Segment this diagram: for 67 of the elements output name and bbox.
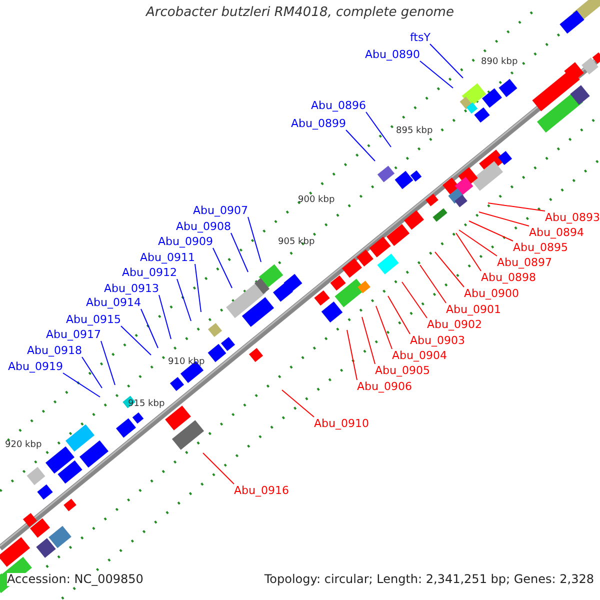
diagram-title: Arcobacter butzleri RM4018, complete genome	[144, 6, 455, 19]
gene-label: Abu_0916	[234, 484, 289, 497]
gene-label: Abu_0905	[375, 364, 430, 377]
leader-line	[434, 252, 464, 288]
gene-label: Abu_0893	[545, 211, 600, 224]
gene-label: Abu_0914	[86, 296, 141, 309]
scale-label: 920 kbp	[5, 439, 42, 452]
leader-line	[62, 372, 100, 398]
gene-label: Abu_0907	[193, 204, 248, 217]
leader-line	[230, 232, 248, 272]
leader-line	[376, 306, 392, 350]
gene-label: Abu_0913	[104, 282, 159, 295]
leader-line	[282, 390, 314, 418]
scale-label: 910 kbp	[168, 356, 205, 369]
leader-line	[420, 60, 454, 88]
gene-label: Abu_0894	[529, 226, 584, 239]
gene-label: Abu_0890	[365, 48, 420, 61]
gene-label: Abu_0918	[27, 344, 82, 357]
leader-line	[478, 212, 530, 226]
scale-label: 890 kbp	[481, 56, 518, 69]
gene-label: Abu_0911	[140, 251, 195, 264]
scale-label: 905 kbp	[278, 236, 315, 249]
leader-line	[120, 326, 152, 356]
gene-label: Abu_0898	[481, 271, 536, 284]
leader-line	[420, 264, 446, 304]
scale-label: 900 kbp	[298, 194, 335, 207]
leader-line	[346, 330, 358, 380]
gene-label: Abu_0899	[291, 117, 346, 130]
gene-label: Abu_0915	[66, 313, 121, 326]
leader-line	[488, 202, 546, 212]
leader-line	[458, 230, 498, 256]
leader-line	[202, 452, 234, 484]
leader-line	[212, 248, 232, 288]
gene-label: Abu_0904	[392, 349, 447, 362]
leader-line	[388, 296, 410, 334]
gene-label: Abu_0902	[427, 318, 482, 331]
gene-label: ftsY	[410, 31, 430, 44]
gene-label: Abu_0912	[122, 266, 177, 279]
leader-line	[366, 112, 392, 148]
leader-line	[100, 340, 116, 386]
gene-label: Abu_0910	[314, 417, 369, 430]
leader-line	[362, 316, 376, 364]
gene-label: Abu_0900	[464, 287, 519, 300]
gene-label: Abu_0895	[513, 241, 568, 254]
gene-label: Abu_0917	[46, 328, 101, 341]
leader-line	[82, 356, 102, 388]
gene-label: Abu_0906	[357, 380, 412, 393]
leader-line	[158, 294, 172, 340]
gene-label: Abu_0897	[497, 256, 552, 269]
leader-line	[456, 232, 482, 272]
gene-label: Abu_0908	[176, 220, 231, 233]
footer-text: Accession: NC_009850	[7, 573, 144, 586]
leader-line	[194, 264, 202, 312]
leader-line	[468, 220, 514, 242]
gene-label: Abu_0903	[410, 334, 465, 347]
leader-line	[402, 282, 428, 318]
scale-label: 895 kbp	[396, 125, 433, 138]
leader-line	[346, 130, 376, 162]
leader-line	[140, 308, 158, 348]
gene-label: Abu_0919	[8, 360, 63, 373]
leader-line	[248, 216, 262, 262]
gene-label: Abu_0901	[446, 303, 501, 316]
leader-line	[430, 44, 464, 78]
gene-label: Abu_0909	[158, 235, 213, 248]
footer-text: Topology: circular; Length: 2,341,251 bp; Genes: 2,328	[264, 573, 594, 586]
leader-line	[176, 278, 192, 322]
gene-label: Abu_0896	[311, 99, 366, 112]
